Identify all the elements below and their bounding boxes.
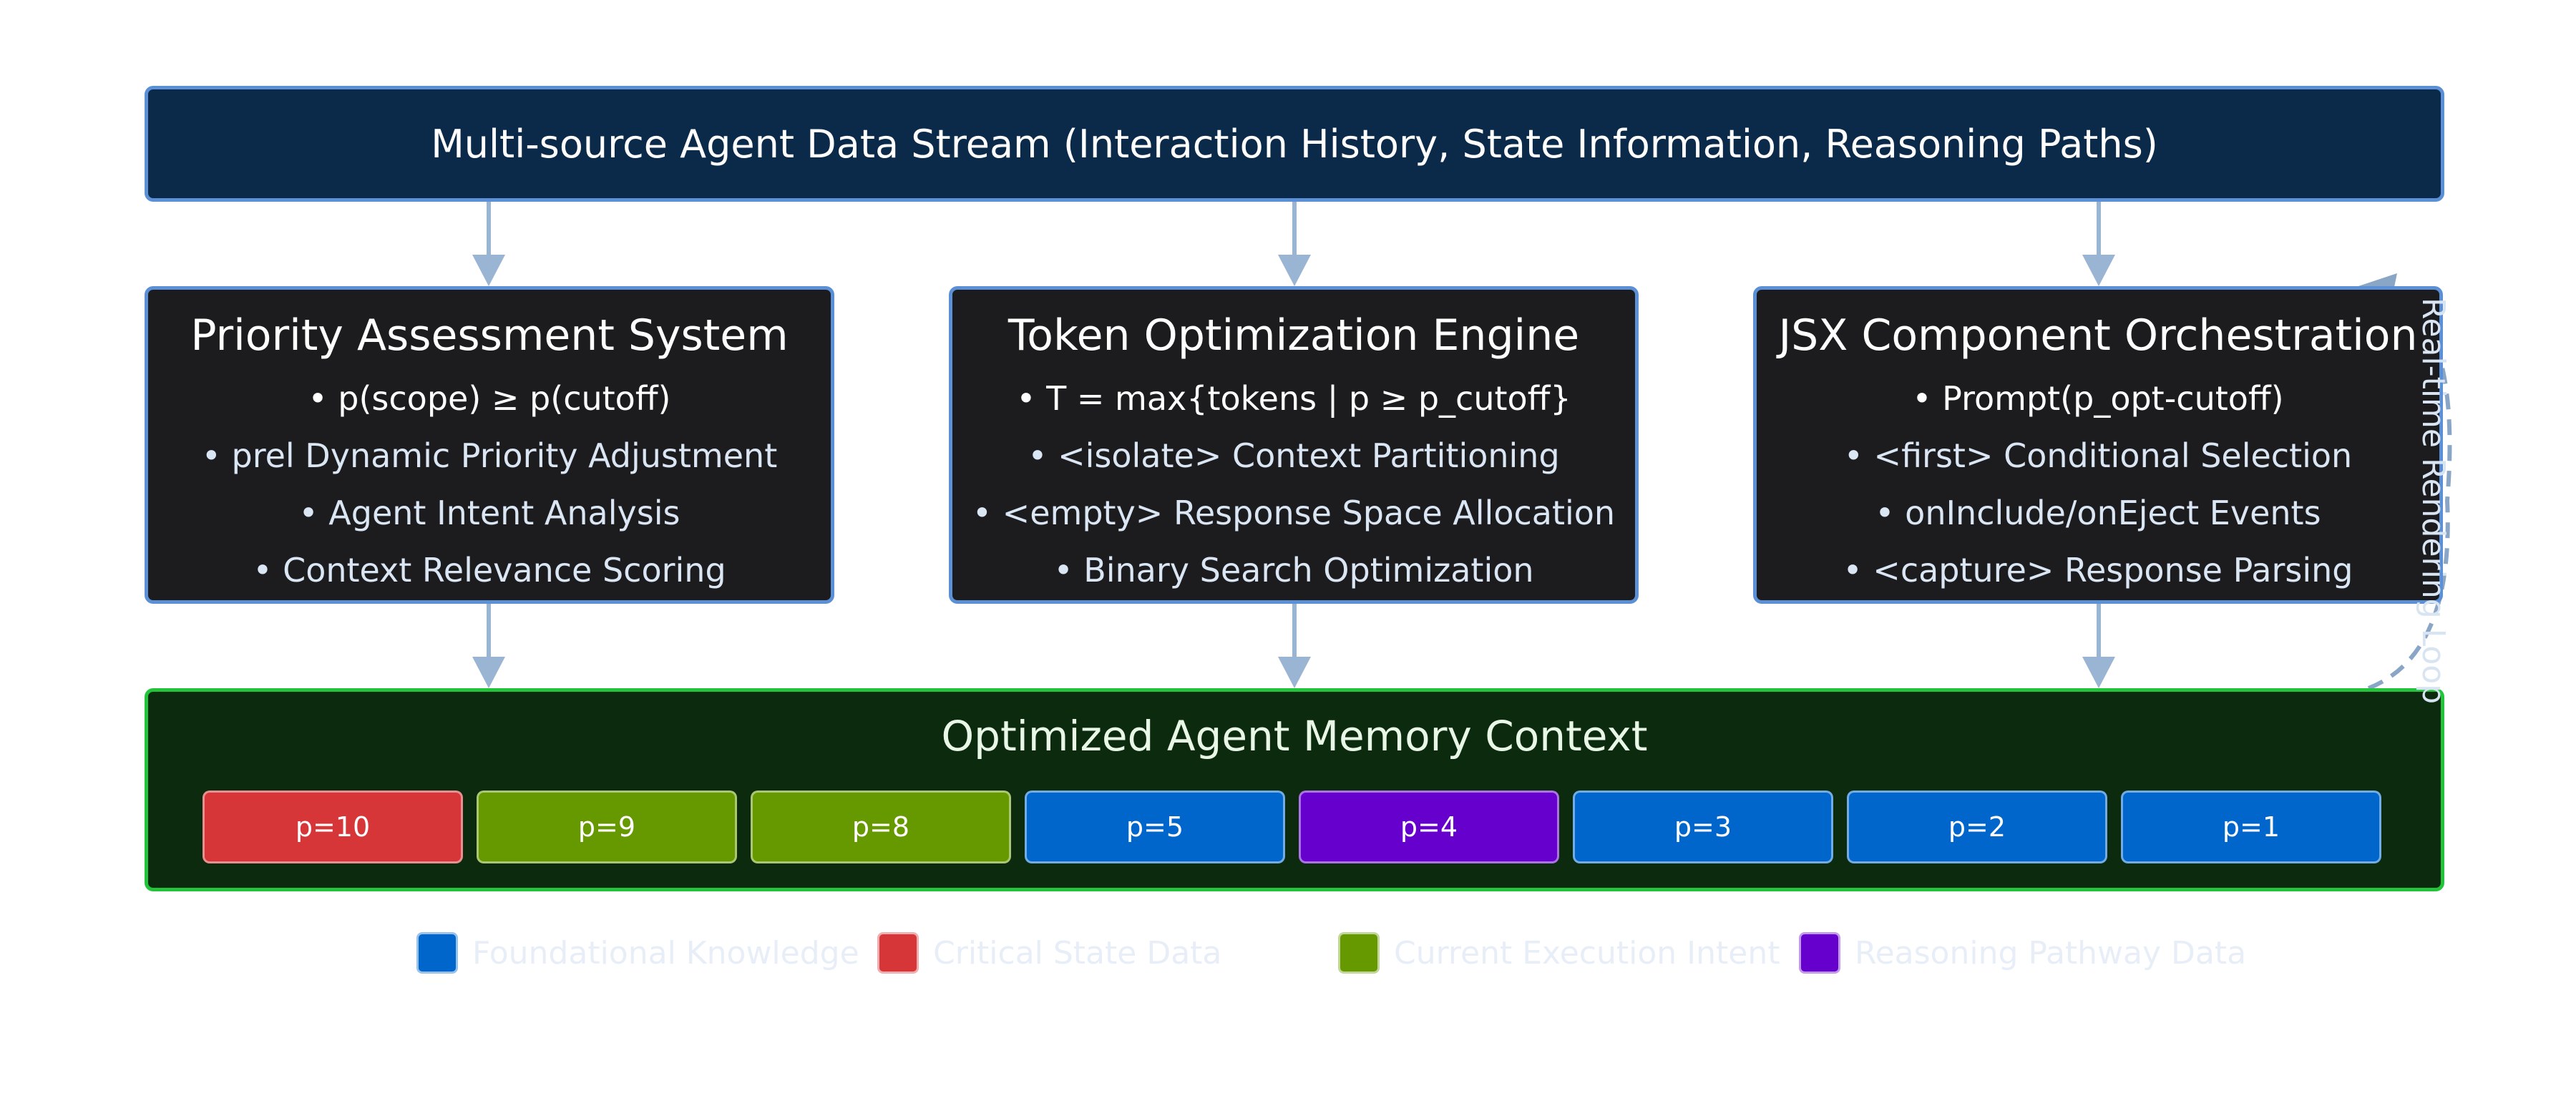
legend-swatch	[416, 932, 458, 974]
priority-slot: p=3	[1573, 790, 1833, 863]
down-arrow	[472, 604, 505, 688]
module-bullet: • Prompt(p_opt-cutoff)	[1912, 379, 2284, 418]
legend-swatch	[1338, 932, 1380, 974]
priority-slot: p=1	[2121, 790, 2381, 863]
legend-label: Reasoning Pathway Data	[1855, 934, 2247, 971]
slot-label: p=8	[852, 811, 910, 843]
module-title: Priority Assessment System	[190, 310, 789, 361]
feedback-loop-label: Real-time Rendering Loop	[2415, 297, 2451, 705]
priority-slot: p=9	[477, 790, 737, 863]
priority-slot: p=4	[1299, 790, 1559, 863]
legend-label: Critical State Data	[933, 934, 1222, 971]
memory-context-box: Optimized Agent Memory Context p=10 p=9 …	[145, 688, 2444, 891]
module-bullet: • T = max{tokens | p ≥ p_cutoff}	[1016, 379, 1571, 418]
module-bullets: • p(scope) ≥ p(cutoff) • prel Dynamic Pr…	[148, 370, 831, 599]
module-bullet: • onInclude/onEject Events	[1875, 494, 2321, 532]
legend-item: Foundational Knowledge	[416, 930, 859, 976]
module-title: Token Optimization Engine	[1008, 310, 1580, 361]
module-title: JSX Component Orchestration	[1778, 310, 2418, 361]
data-stream-label: Multi-source Agent Data Stream (Interact…	[431, 121, 2158, 167]
legend-item: Current Execution Intent	[1338, 930, 1780, 976]
slot-label: p=3	[1674, 811, 1732, 843]
down-arrow	[2082, 202, 2115, 286]
slot-label: p=2	[1948, 811, 2006, 843]
priority-slot: p=10	[203, 790, 463, 863]
data-stream-source: Multi-source Agent Data Stream (Interact…	[145, 86, 2444, 202]
module-bullets: • T = max{tokens | p ≥ p_cutoff} • <isol…	[952, 370, 1635, 599]
jsx-orchestration-module: JSX Component Orchestration • Prompt(p_o…	[1753, 286, 2443, 604]
slot-label: p=9	[577, 811, 636, 843]
module-bullets: • Prompt(p_opt-cutoff) • <first> Conditi…	[1757, 370, 2439, 599]
module-bullet: • <empty> Response Space Allocation	[972, 494, 1616, 532]
module-bullet: • <first> Conditional Selection	[1843, 436, 2353, 475]
down-arrow	[2082, 604, 2115, 688]
priority-slot: p=2	[1847, 790, 2107, 863]
legend-swatch	[877, 932, 919, 974]
slot-label: p=10	[295, 811, 371, 843]
legend-label: Current Execution Intent	[1394, 934, 1780, 971]
module-bullet: • Binary Search Optimization	[1053, 551, 1534, 589]
slot-label: p=1	[2222, 811, 2280, 843]
legend-item: Critical State Data	[877, 930, 1221, 976]
legend-item: Reasoning Pathway Data	[1799, 930, 2246, 976]
priority-slot: p=5	[1025, 790, 1285, 863]
module-bullet: • p(scope) ≥ p(cutoff)	[308, 379, 671, 418]
module-bullet: • Agent Intent Analysis	[298, 494, 680, 532]
slot-label: p=4	[1400, 811, 1458, 843]
legend-label: Foundational Knowledge	[472, 934, 859, 971]
down-arrow	[472, 202, 505, 286]
module-bullet: • <capture> Response Parsing	[1843, 551, 2353, 589]
module-bullet: • <isolate> Context Partitioning	[1028, 436, 1560, 475]
memory-context-title: Optimized Agent Memory Context	[941, 712, 1648, 760]
module-bullet: • Context Relevance Scoring	[253, 551, 726, 589]
priority-assessment-module: Priority Assessment System • p(scope) ≥ …	[145, 286, 834, 604]
down-arrow	[1278, 604, 1311, 688]
legend-swatch	[1799, 932, 1840, 974]
down-arrow	[1278, 202, 1311, 286]
slot-label: p=5	[1126, 811, 1184, 843]
priority-slot: p=8	[751, 790, 1011, 863]
token-optimization-module: Token Optimization Engine • T = max{toke…	[949, 286, 1639, 604]
module-bullet: • prel Dynamic Priority Adjustment	[201, 436, 778, 475]
